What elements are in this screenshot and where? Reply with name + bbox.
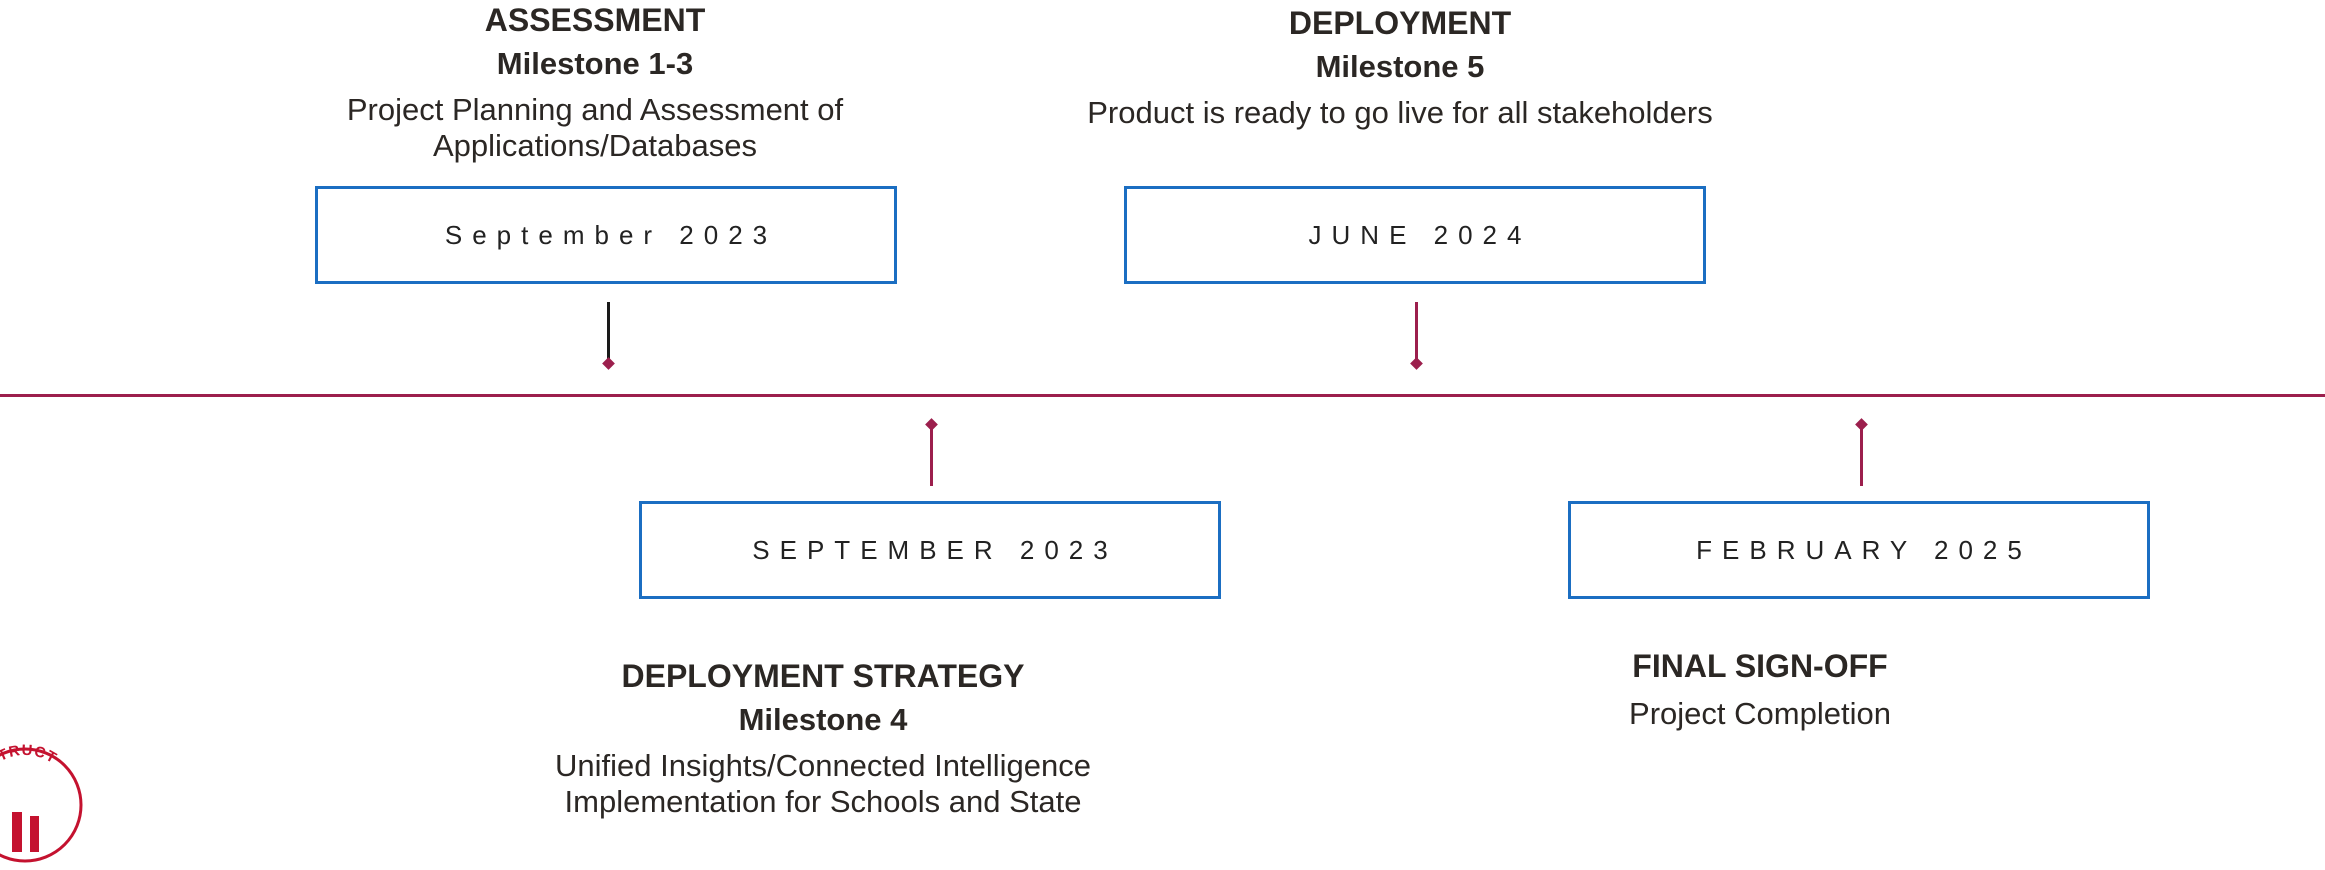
assessment-heading: ASSESSMENT [484,2,706,38]
assessment-description-line2: Applications/Databases [433,128,757,163]
final-signoff-date-box: FEBRUARY 2025 [1568,501,2150,599]
assessment-marker [602,357,615,370]
deployment-date: JUNE 2024 [1308,219,1532,250]
assessment-description: Project Planning and Assessment of Appli… [300,92,890,164]
final-signoff-text-block: FINAL SIGN-OFF Project Completion [1560,646,1960,732]
final-signoff-date: FEBRUARY 2025 [1696,534,2032,565]
assessment-text-block: ASSESSMENT Milestone 1-3 Project Plannin… [300,0,890,164]
deployment-text-block: DEPLOYMENT Milestone 5 Product is ready … [1040,3,1760,131]
timeline-axis [0,394,2325,397]
assessment-description-line1: Project Planning and Assessment of [346,92,844,127]
deployment-strategy-description-line2: Implementation for Schools and State [564,784,1082,819]
deployment-strategy-description-line1: Unified Insights/Connected Intelligence [555,748,1091,783]
deployment-heading: DEPLOYMENT [1288,5,1512,41]
final-signoff-connector [1860,428,1863,486]
final-signoff-heading: FINAL SIGN-OFF [1632,648,1888,684]
assessment-connector [607,302,610,360]
deployment-strategy-date: SEPTEMBER 2023 [752,534,1118,565]
deployment-strategy-date-box: SEPTEMBER 2023 [639,501,1221,599]
final-signoff-description: Project Completion [1629,696,1891,731]
assessment-milestone: Milestone 1-3 [496,46,694,81]
deployment-marker [1410,357,1423,370]
deployment-milestone: Milestone 5 [1315,49,1485,84]
deployment-strategy-milestone: Milestone 4 [738,702,908,737]
deployment-strategy-connector [930,428,933,486]
deployment-strategy-description: Unified Insights/Connected Intelligence … [500,748,1146,820]
deployment-strategy-heading: DEPLOYMENT STRATEGY [621,658,1025,694]
deployment-strategy-text-block: DEPLOYMENT STRATEGY Milestone 4 Unified … [500,656,1146,820]
deployment-date-box: JUNE 2024 [1124,186,1706,284]
deployment-connector [1415,302,1418,360]
logo-seal: C INSTRUCT [0,742,83,863]
deployment-description: Product is ready to go live for all stak… [1087,95,1713,130]
assessment-date: September 2023 [444,219,778,250]
assessment-date-box: September 2023 [315,186,897,284]
svg-text:C INSTRUCT: C INSTRUCT [0,742,60,798]
